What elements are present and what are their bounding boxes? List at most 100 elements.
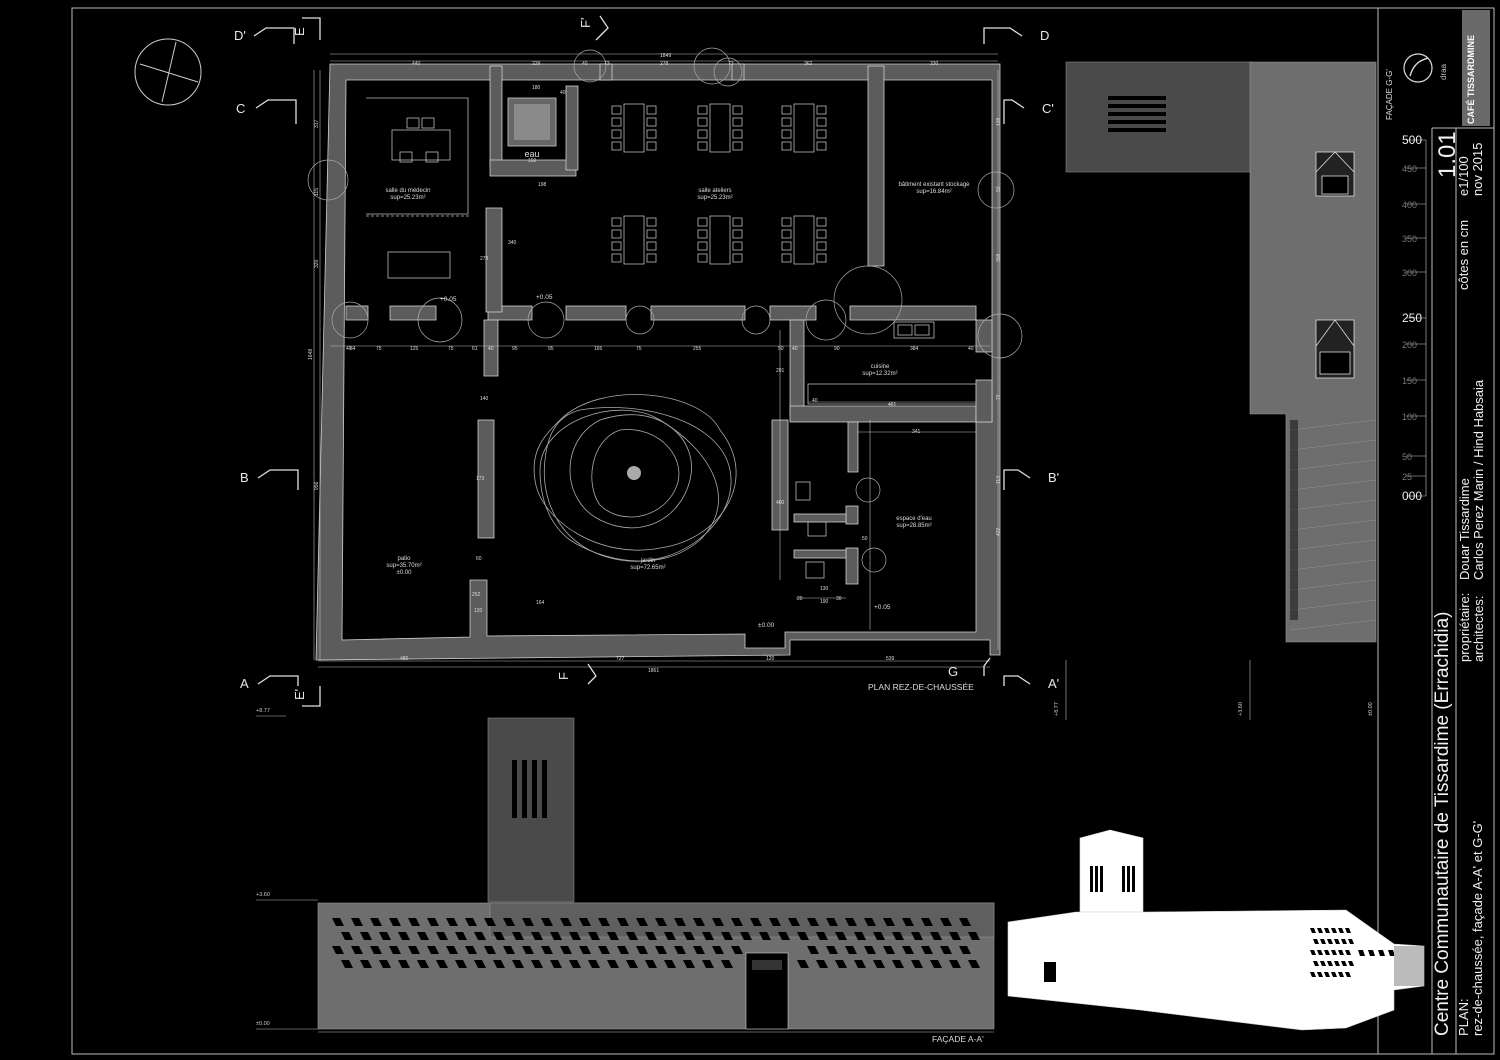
scale-label: 50 (1402, 452, 1412, 462)
chair (781, 117, 792, 127)
facade-a-level-lines (256, 715, 994, 1033)
openwork-block (1338, 972, 1344, 977)
openwork-block (531, 932, 543, 940)
door-swing (741, 305, 771, 335)
dimension-label: 72 (996, 394, 1002, 400)
openwork-block (892, 932, 904, 940)
room-area: sup=28.85m² (896, 523, 931, 529)
section-letter: B' (1048, 470, 1059, 485)
chair (697, 217, 708, 227)
facade-g-windows (1315, 151, 1355, 379)
dimension-label: 140 (480, 396, 489, 402)
openwork-block (864, 918, 876, 926)
room-name: cuisine (871, 364, 890, 370)
kitchen-counter (807, 321, 977, 405)
dimension-label: 73 (604, 61, 610, 67)
chair (646, 253, 657, 263)
garden-tree (627, 466, 641, 480)
facade-g-openwork (1290, 420, 1298, 620)
scale-label: 100 (1402, 412, 1417, 422)
table (793, 215, 815, 265)
dimension-label: 164 (536, 600, 545, 606)
openwork-block (417, 960, 429, 968)
dimension-label: 125 (410, 346, 419, 352)
section-marker (595, 15, 609, 41)
eau-label: eau (524, 149, 539, 159)
dimension-label: 20 (797, 596, 803, 602)
openwork-block (455, 960, 467, 968)
dimension-label: 30 (836, 596, 842, 602)
chair (646, 229, 657, 239)
chair (816, 241, 827, 251)
openwork-block (436, 932, 448, 940)
dimension-label: 481 (888, 402, 897, 408)
openwork-block (351, 918, 363, 926)
door-swing (977, 313, 1023, 359)
dimension-label: 50 (862, 536, 868, 542)
level-mark: +0.05 (536, 294, 553, 301)
facade-g-tower (1065, 61, 1253, 173)
room-area: sup=35.70m² (386, 563, 421, 569)
openwork-block (769, 918, 781, 926)
dimension-label: 61 (472, 346, 478, 352)
dimension-label: 308 (996, 253, 1002, 262)
openwork-block (797, 960, 809, 968)
dimension-label: 50 (778, 346, 784, 352)
dimension-label: 75 (636, 346, 642, 352)
openwork-block (560, 946, 572, 954)
openwork-block (1324, 972, 1330, 977)
door-swing (573, 49, 607, 83)
ateliers-tables (611, 103, 827, 265)
section-marker (983, 657, 991, 676)
openwork-block (788, 918, 800, 926)
chair (816, 105, 827, 115)
chair (646, 105, 657, 115)
openwork-block (408, 946, 420, 954)
section-letter: A' (1048, 676, 1059, 691)
openwork-block (949, 960, 961, 968)
section-marker (1003, 469, 1031, 490)
room-area: sup=25.23m² (390, 195, 425, 201)
dimension-label: 229 (532, 61, 541, 67)
openwork-block (759, 932, 771, 940)
openwork-block (550, 960, 562, 968)
dimension-label: 291 (776, 368, 785, 374)
door-swing (527, 301, 565, 339)
openwork-block (778, 932, 790, 940)
openwork-block (1345, 928, 1351, 933)
chair (697, 241, 708, 251)
dimension-label: 40 (812, 398, 818, 404)
openwork-block (1317, 950, 1323, 955)
openwork-block (883, 918, 895, 926)
dimension-label: 252 (472, 592, 481, 598)
dimension-label: 120 (474, 608, 483, 614)
openwork-block (1338, 950, 1344, 955)
dimension-label: 75 (376, 346, 382, 352)
openwork-block (588, 960, 600, 968)
openwork-block (731, 918, 743, 926)
section-letter: G (948, 664, 958, 679)
openwork-block (1313, 961, 1319, 966)
section-letter: C' (1042, 101, 1054, 116)
openwork-block (474, 932, 486, 940)
openwork-block (370, 946, 382, 954)
openwork-block (503, 918, 515, 926)
openwork-block (664, 960, 676, 968)
door-swing (625, 305, 655, 335)
openwork-block (398, 960, 410, 968)
axo-shadow (1394, 946, 1424, 986)
openwork-block (389, 946, 401, 954)
sheet-number: 1.01 (1434, 131, 1461, 178)
tower-louvres (1108, 96, 1166, 132)
openwork-block (940, 946, 952, 954)
dimension-label: 138 (996, 117, 1002, 126)
openwork-block (1348, 939, 1354, 944)
scale-label: 250 (1402, 311, 1422, 325)
dimension-total: 1849 (660, 53, 671, 59)
chair (781, 129, 792, 139)
openwork-block (436, 960, 448, 968)
openwork-block (1310, 928, 1316, 933)
openwork-block (588, 932, 600, 940)
door-swing (833, 265, 903, 335)
